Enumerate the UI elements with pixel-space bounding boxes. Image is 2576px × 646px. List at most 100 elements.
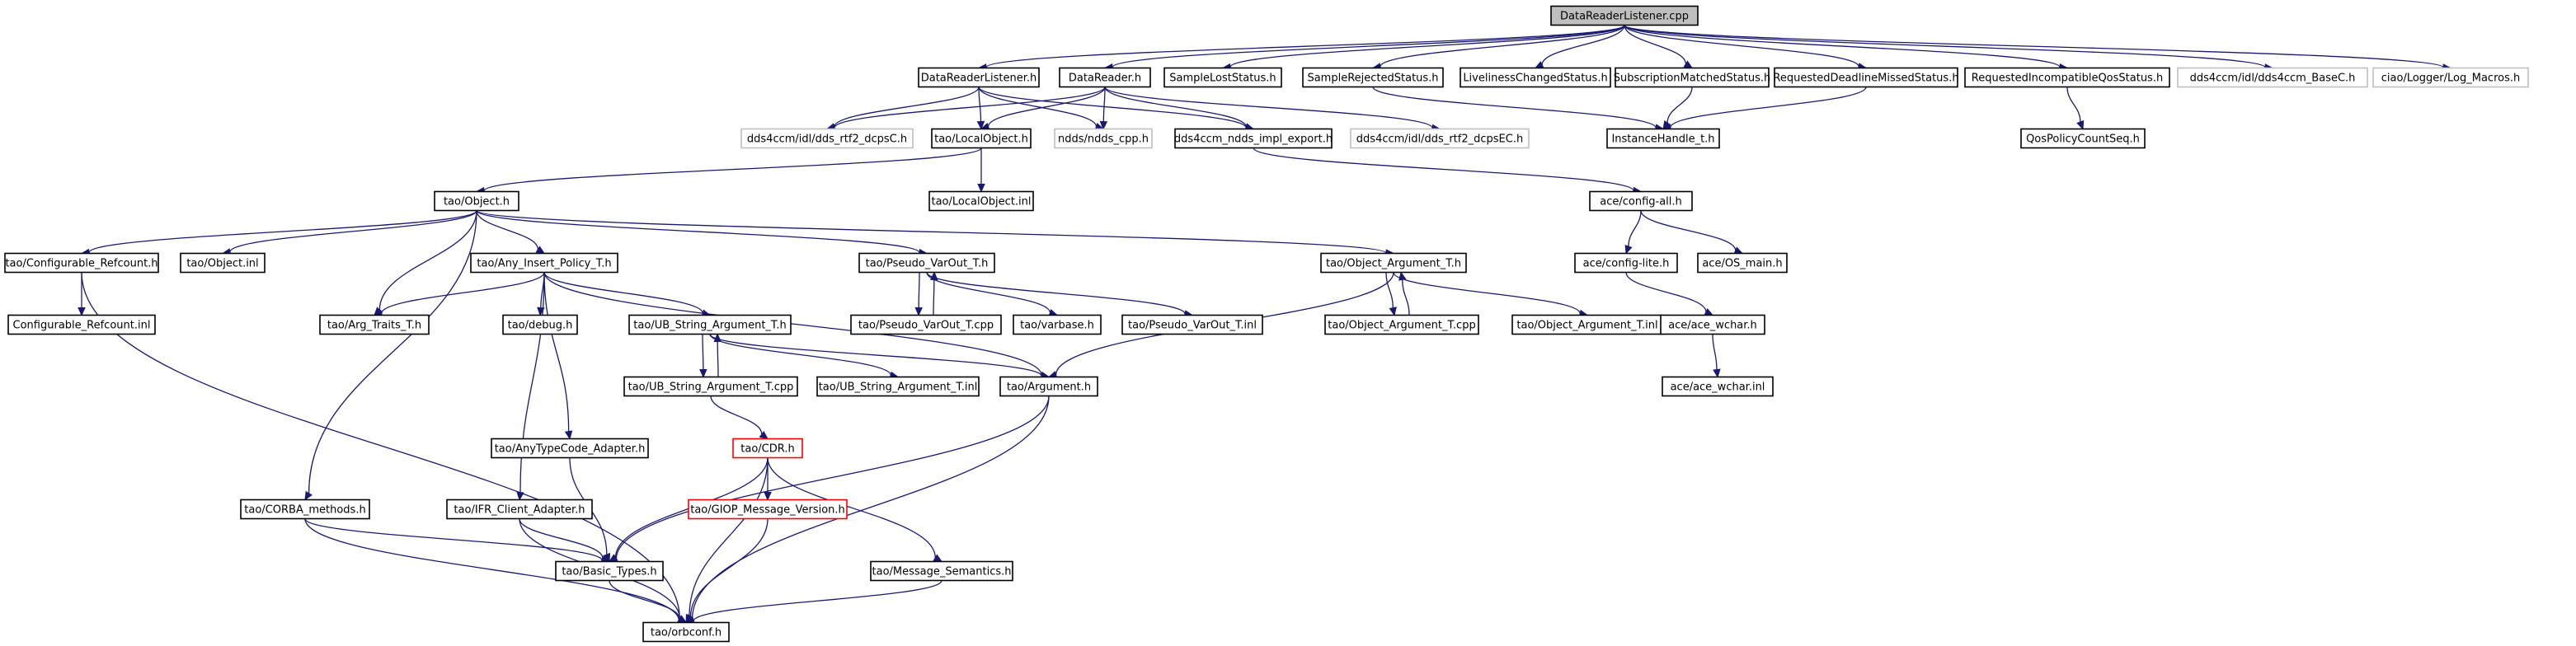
edge-line — [519, 518, 604, 559]
graph-node[interactable]: tao/UB_String_Argument_T.h — [628, 314, 792, 335]
graph-node[interactable]: QosPolicyCountSeq.h — [2020, 128, 2146, 149]
node-box — [1320, 252, 1467, 274]
graph-node[interactable]: tao/Message_Semantics.h — [870, 560, 1013, 582]
graph-node[interactable]: tao/Object_Argument_T.h — [1320, 252, 1467, 274]
graph-node[interactable]: ace/OS_main.h — [1697, 252, 1788, 274]
node-box — [1774, 67, 1958, 88]
node-label: InstanceHandle_t.h — [1611, 133, 1714, 146]
edge-line — [1670, 87, 1867, 128]
node-label: tao/UB_String_Argument_T.inl — [819, 382, 978, 394]
edge-arrowhead — [1713, 368, 1721, 378]
graph-node[interactable]: dds4ccm/idl/dds4ccm_BaseC.h — [2177, 67, 2368, 88]
graph-node[interactable]: tao/Any_Insert_Policy_T.h — [470, 252, 618, 274]
graph-edges — [78, 24, 2452, 625]
graph-node[interactable]: tao/CDR.h — [732, 438, 803, 459]
node-box — [502, 314, 578, 335]
graph-node[interactable]: dds4ccm/idl/dds_rtf2_dcpsC.h — [740, 128, 914, 149]
dependency-edge — [1099, 87, 1108, 130]
edge-line — [1402, 279, 1410, 316]
edge-arrowhead — [764, 492, 772, 501]
graph-node[interactable]: tao/LocalObject.h — [931, 128, 1032, 149]
graph-node[interactable]: tao/Pseudo_VarOut_T.h — [858, 252, 995, 274]
node-box — [858, 252, 995, 274]
edge-line — [985, 24, 1625, 68]
edge-line — [1253, 147, 1634, 192]
graph-node[interactable]: dds4ccm/idl/dds_rtf2_dcpsEC.h — [1350, 128, 1530, 149]
edge-line — [933, 279, 935, 316]
graph-node[interactable]: tao/LocalObject.inl — [928, 190, 1034, 212]
graph-node[interactable]: InstanceHandle_t.h — [1606, 128, 1720, 149]
dependency-edge — [926, 272, 1059, 317]
node-box — [816, 376, 980, 397]
graph-node[interactable]: SampleLostStatus.h — [1163, 67, 1282, 88]
graph-node[interactable]: DataReaderListener.h — [918, 67, 1040, 88]
edge-line — [978, 87, 982, 122]
dependency-edge — [1624, 24, 2452, 72]
graph-node[interactable]: ace/ace_wchar.h — [1660, 314, 1765, 335]
graph-node[interactable]: tao/IFR_Client_Adapter.h — [446, 499, 593, 520]
graph-node[interactable]: LivelinessChangedStatus.h — [1460, 67, 1611, 88]
graph-node[interactable]: ace/ace_wchar.inl — [1662, 376, 1774, 397]
graph-node[interactable]: tao/UB_String_Argument_T.cpp — [623, 376, 798, 397]
graph-node[interactable]: tao/GIOP_Message_Version.h — [688, 499, 848, 520]
graph-node[interactable]: RequestedDeadlineMissedStatus.h — [1773, 67, 1959, 88]
dependency-edge — [304, 518, 611, 564]
dependency-edge — [80, 209, 477, 257]
edge-line — [88, 209, 477, 254]
graph-node[interactable]: tao/varbase.h — [1013, 314, 1102, 335]
node-box — [2020, 128, 2146, 149]
dependency-edge — [1372, 86, 1665, 132]
graph-node[interactable]: tao/orbconf.h — [642, 621, 730, 643]
edge-arrowhead — [976, 120, 985, 130]
graph-node[interactable]: tao/Object.inl — [180, 252, 266, 274]
graph-node[interactable]: tao/Pseudo_VarOut_T.inl — [1121, 314, 1263, 335]
graph-node[interactable]: tao/debug.h — [502, 314, 578, 335]
graph-node[interactable]: dds4ccm_ndds_impl_export.h — [1174, 128, 1333, 149]
edge-line — [543, 272, 703, 314]
dependency-edge — [1624, 24, 2274, 72]
graph-node[interactable]: tao/Basic_Types.h — [555, 560, 664, 582]
node-label: LivelinessChangedStatus.h — [1463, 73, 1607, 85]
graph-node[interactable]: tao/UB_String_Argument_T.inl — [816, 376, 980, 397]
edge-line — [1666, 87, 1693, 124]
node-label: tao/orbconf.h — [651, 627, 722, 639]
edge-line — [978, 87, 1098, 127]
node-label: DataReaderListener.cpp — [1560, 11, 1689, 23]
graph-node[interactable]: DataReaderListener.cpp — [1550, 5, 1699, 26]
node-label: SubscriptionMatchedStatus.h — [1614, 73, 1771, 85]
graph-node[interactable]: tao/Arg_Traits_T.h — [319, 314, 430, 335]
graph-node[interactable]: SampleRejectedStatus.h — [1302, 67, 1444, 88]
graph-node[interactable]: Configurable_Refcount.inl — [7, 314, 156, 335]
graph-node[interactable]: tao/Pseudo_VarOut_T.cpp — [850, 314, 1002, 335]
graph-node[interactable]: tao/AnyTypeCode_Adapter.h — [491, 438, 649, 459]
edge-line — [308, 210, 477, 494]
edge-line — [1624, 25, 1687, 64]
graph-node[interactable]: tao/CORBA_methods.h — [240, 499, 370, 520]
node-box — [1350, 128, 1530, 149]
graph-node[interactable]: ace/config-all.h — [1589, 190, 1693, 212]
graph-node[interactable]: tao/Object_Argument_T.inl — [1511, 314, 1663, 335]
graph-nodes: DataReaderListener.cppDataReaderListener… — [4, 5, 2529, 643]
node-label: dds4ccm/idl/dds_rtf2_dcpsEC.h — [1356, 133, 1523, 146]
graph-node[interactable]: tao/Object.h — [434, 190, 519, 212]
graph-node[interactable]: ace/config-lite.h — [1574, 252, 1678, 274]
node-box — [688, 499, 848, 520]
graph-node[interactable]: SubscriptionMatchedStatus.h — [1614, 67, 1771, 88]
dependency-edge — [1662, 87, 1693, 130]
node-box — [1589, 190, 1693, 212]
node-box — [1013, 314, 1102, 335]
edge-arrowhead — [564, 430, 573, 440]
dependency-edge — [1662, 87, 1867, 132]
graph-node[interactable]: tao/Object_Argument_T.cpp — [1324, 314, 1479, 335]
graph-node[interactable]: tao/Argument.h — [999, 376, 1098, 397]
graph-node[interactable]: DataReader.h — [1059, 67, 1151, 88]
graph-node[interactable]: RequestedIncompatibleQosStatus.h — [1964, 67, 2170, 88]
graph-node[interactable]: ndds/ndds_cpp.h — [1054, 128, 1153, 149]
node-box — [740, 128, 914, 149]
node-label: tao/CORBA_methods.h — [244, 504, 365, 517]
dependency-edge — [374, 210, 477, 316]
edge-arrowhead — [759, 430, 769, 440]
graph-node[interactable]: tao/Configurable_Refcount.h — [4, 252, 159, 274]
edge-line — [483, 147, 982, 192]
graph-node[interactable]: ciao/Logger/Log_Macros.h — [2372, 67, 2529, 88]
